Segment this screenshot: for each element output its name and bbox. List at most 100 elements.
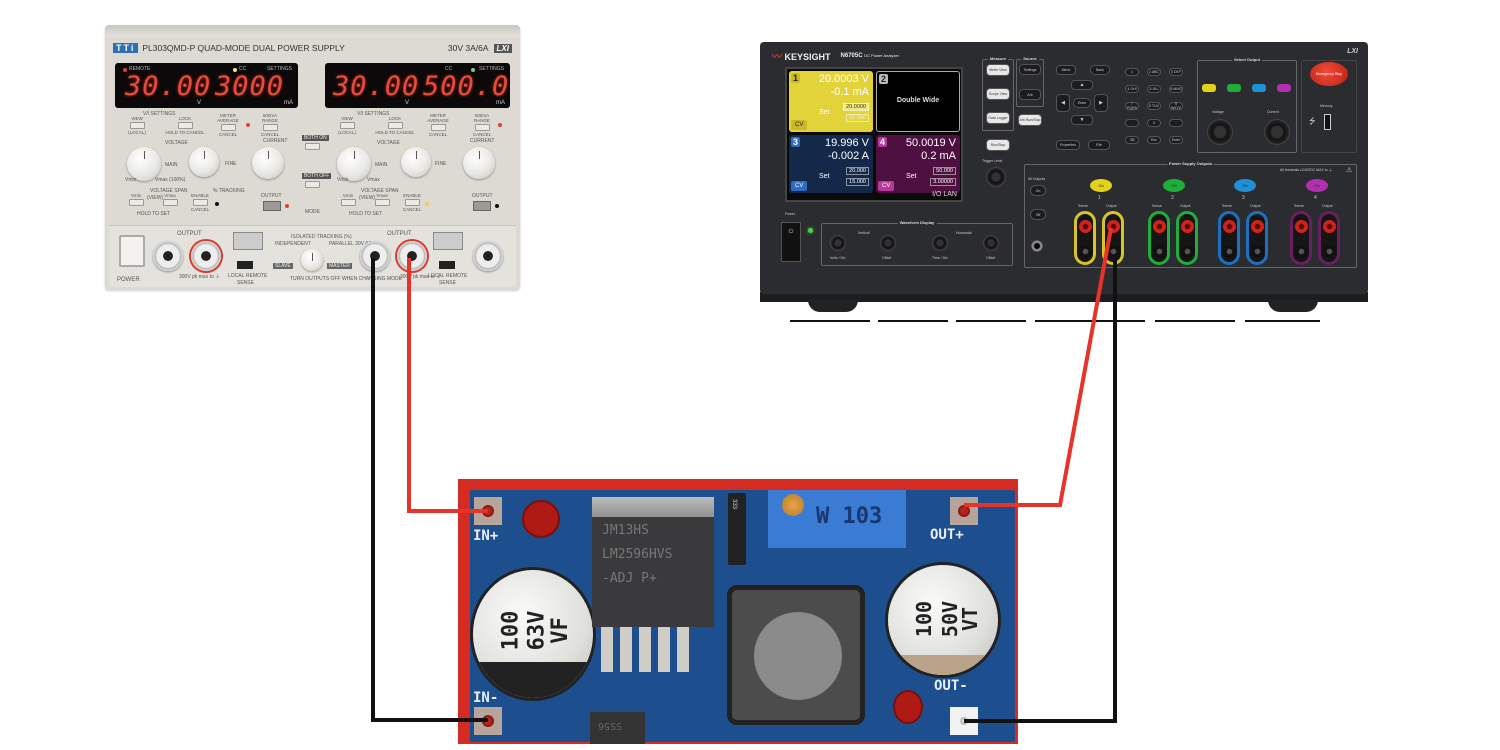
vertical-offset-knob[interactable] [880,235,896,251]
right-arrow-button[interactable]: ▶ [1094,94,1108,112]
out-minus-pad[interactable] [950,707,978,735]
run-stop-button[interactable]: Run/Stop [986,139,1010,151]
out-plus-pad[interactable] [950,497,978,525]
ch2-view-button[interactable]: VIEW(LOCAL) [338,116,356,135]
ground-terminal[interactable] [473,241,503,271]
trimpot-potentiometer[interactable]: W 103 [768,490,906,548]
output-2-on-button[interactable]: On [1163,179,1185,192]
ch1-voltage-fine-knob[interactable] [189,147,219,177]
file-button[interactable]: File [1088,140,1110,150]
output-1-on-button[interactable]: On [1090,179,1112,192]
power-switch[interactable] [119,235,145,267]
output-1-sense-terminals[interactable] [1074,211,1096,265]
usb-port[interactable] [1324,114,1331,130]
output-4-on-button[interactable]: On [1306,179,1328,192]
key-2[interactable]: 2 ABC [1147,68,1161,76]
key-0[interactable]: 0 [1147,119,1161,127]
arb-button[interactable]: Arb [1019,89,1041,100]
back-button[interactable]: Back [1090,65,1110,75]
enter-nav-button[interactable]: Enter [1073,98,1091,108]
ch1-sense-terminal[interactable] [233,232,263,250]
mode-selector-knob[interactable] [301,249,323,271]
current-knob[interactable] [1264,119,1290,145]
key-9[interactable]: 9 WXYZ [1169,102,1183,110]
ch1-voltage-main-knob[interactable] [127,147,161,181]
properties-button[interactable]: Properties [1056,140,1080,150]
key-1[interactable]: 1 [1125,68,1139,76]
key-6[interactable]: 6 MNO [1169,85,1183,93]
output-3-on-button[interactable]: On [1234,179,1256,192]
ch1-positive-terminal[interactable] [191,241,221,271]
ch2-vmin-button[interactable]: Vmin [339,193,357,207]
ch1-current-knob[interactable] [252,147,284,179]
ch2-positive-terminal[interactable] [397,241,427,271]
settings-button[interactable]: Settings [1019,64,1041,75]
ch2-current-knob[interactable] [463,147,495,179]
ch2-negative-terminal[interactable] [360,241,390,271]
voltage-knob[interactable] [1207,119,1233,145]
select-output-3-button[interactable] [1252,84,1266,92]
key-3[interactable]: 3 DEF [1169,68,1183,76]
channel-4-panel[interactable]: 4 50.0019 V 0.2 mA Set 50.000 3.00000 CV [876,135,960,193]
menu-button[interactable]: Menu [1056,65,1076,75]
key-4[interactable]: 4 GHI [1125,85,1139,93]
in-plus-pad[interactable] [474,497,502,525]
all-outputs-on-button[interactable]: On [1030,185,1046,196]
output-3-sense-terminals[interactable] [1218,211,1240,265]
ch2-vmax-button[interactable]: Vmax [373,193,391,207]
in-minus-pad[interactable] [474,707,502,735]
esc-key[interactable]: Esc [1147,136,1161,144]
ch2-sense-terminal[interactable] [433,232,463,250]
volts-div-knob[interactable] [830,235,846,251]
select-output-1-button[interactable] [1202,84,1216,92]
ch2-voltage-fine-knob[interactable] [401,147,431,177]
ground-jack[interactable] [1031,240,1043,252]
key-minus[interactable]: - [1169,119,1183,127]
trigger-level-knob[interactable] [986,167,1006,187]
ch1-vmax-button[interactable]: Vmax [161,193,179,207]
time-div-knob[interactable] [932,235,948,251]
trimpot-screw[interactable] [782,494,804,516]
all-outputs-off-button[interactable]: Off [1030,209,1046,220]
ch2-output-button[interactable] [473,201,491,211]
output-4-output-terminals[interactable] [1318,211,1340,265]
ch1-negative-terminal[interactable] [153,241,183,271]
select-output-4-button[interactable] [1277,84,1291,92]
ch1-sense-switch[interactable] [237,261,253,269]
enter-key[interactable]: Enter [1169,136,1183,144]
output-2-sense-terminals[interactable] [1148,211,1170,265]
key-7[interactable]: 7 PQRS [1125,102,1139,110]
ch1-view-button[interactable]: VIEW(LOCAL) [128,116,146,135]
both-on-button[interactable] [305,143,320,150]
ch2-sense-switch[interactable] [439,261,455,269]
ch1-vmin-button[interactable]: Vmin [127,193,145,207]
arb-run-stop-button[interactable]: Arb Run/Stop [1018,114,1042,126]
channel-2-panel[interactable]: 2 Double Wide [876,71,960,132]
select-output-2-button[interactable] [1227,84,1241,92]
scope-view-button[interactable]: Scope View [986,88,1010,100]
output-1-output-terminals[interactable] [1102,211,1124,265]
down-arrow-button[interactable]: ▼ [1071,115,1093,125]
channel-3-panel[interactable]: 3 19.996 V -0.002 A Set 20.000 15.000 CV [789,135,873,193]
left-arrow-button[interactable]: ◀ [1056,94,1070,112]
keysight-power-switch[interactable]: ⏻ [781,222,801,262]
ch1-output-button[interactable] [263,201,281,211]
key-5[interactable]: 5 JKL [1147,85,1161,93]
both-off-button[interactable] [305,181,320,188]
data-logger-button[interactable]: Data Logger [986,112,1010,124]
key-decimal[interactable]: . [1125,119,1139,127]
output-2-output-terminals[interactable] [1176,211,1198,265]
ch2-voltage-main-knob[interactable] [337,147,371,181]
backspace-key[interactable]: ⌫ [1125,136,1139,144]
output-3-output-terminals[interactable] [1246,211,1268,265]
meter-view-button[interactable]: Meter View [986,64,1010,76]
output-4-sense-terminals[interactable] [1290,211,1312,265]
